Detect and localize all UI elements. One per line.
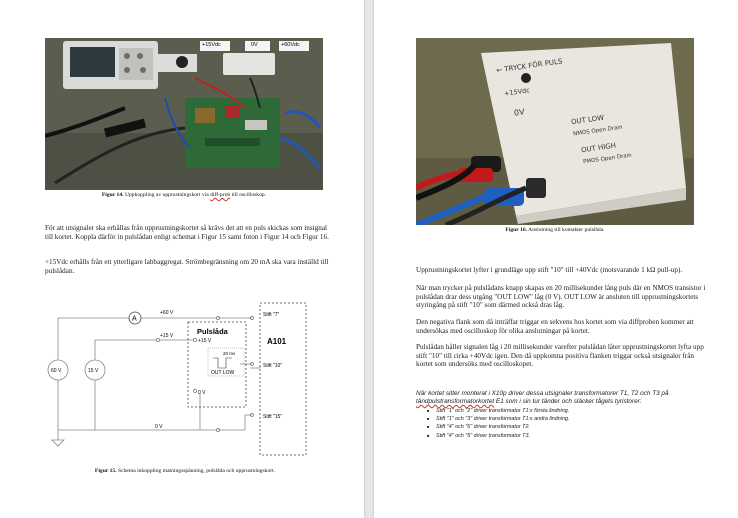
list-item: Stift "1" och "3" driver transformator T…	[427, 415, 716, 423]
transformers-text-underlined: tändpulstransformatorkortet	[416, 398, 495, 405]
figure-15-schematic: A Pulslåda +15 V 0 V 20 ms OUT LOW A101 …	[47, 302, 307, 456]
pin-10-label: Stift "10"	[263, 363, 282, 369]
figure-14-label: Figur 14.	[101, 192, 124, 198]
figure-15-label: Figur 15.	[94, 468, 117, 474]
board-a101-outline	[259, 302, 307, 456]
paragraph-power: +15Vdc erhålls från ett ytterligare labb…	[45, 258, 329, 275]
list-item: Stift "4" och "5" driver transformator T…	[427, 432, 716, 440]
pin-list: Stift "1" och "2" driver transformator T…	[422, 407, 716, 440]
figure-14-photo: +15Vdc 0V +60Vdc	[45, 38, 323, 190]
pulse-width-label: 20 ms	[223, 351, 236, 356]
ammeter-label: A	[132, 316, 137, 323]
source-60v-label: 60 V	[51, 368, 62, 374]
ammeter-symbol	[128, 311, 142, 325]
paragraph-positive-edge: Pulslådan håller signalen låg i 20 milli…	[416, 343, 704, 369]
figure-15-caption: Figur 15. Schema inkoppling matningsspän…	[40, 468, 330, 474]
wire-label-0v: 0 V	[155, 424, 163, 430]
paragraph-pullup: Upprustningskortet lyfter i grundläge up…	[416, 266, 683, 274]
figure-14-caption: Figur 14. Uppkoppling av upprustningskor…	[45, 192, 323, 198]
paragraph-instructions: För att utsignaler ska erhållas från upp…	[45, 224, 329, 241]
pulse-out-label: OUT LOW	[211, 370, 235, 376]
figure-15-caption-text: Schema inkoppling matningsspänning, puls…	[116, 468, 276, 474]
pulse-box-outline	[187, 321, 247, 408]
pin-7-label: Stift "7"	[263, 312, 280, 318]
figure-16-label: Figur 16.	[505, 227, 528, 233]
paragraph-negative-edge: Den negativa flank som då inträffar trig…	[416, 318, 694, 335]
figure-16-caption-text: Anslutning till kontakter pulslåda.	[527, 227, 605, 233]
pulse-box-0v: 0 V	[198, 390, 206, 396]
document-page-left: +15Vdc 0V +60Vdc Figur 14. Uppkoppling a…	[0, 0, 364, 518]
board-label: A101	[267, 337, 287, 346]
pulse-box-title: Pulslåda	[197, 327, 229, 336]
photo-label-15v: +15Vdc	[202, 42, 221, 48]
figure-14-caption-pre: Uppkoppling av upprustningskort via	[123, 192, 211, 198]
transformers-text-post: E1 som i sin tur tänder och släcker tåge…	[494, 398, 642, 405]
paragraph-pulse: När man trycker på pulslådans knapp skap…	[416, 284, 706, 310]
figure-16-caption: Figur 16. Anslutning till kontakter puls…	[416, 227, 694, 233]
photo-label-0v: 0V	[251, 42, 258, 48]
document-page-right: ← TRYCK FÖR PULS +15Vdc 0V OUT LOW NMOS …	[374, 0, 738, 518]
list-item: Stift "1" och "2" driver transformator T…	[427, 407, 716, 415]
figure-14-caption-post: till oscilloskop.	[230, 192, 267, 198]
box-text-0v: 0V	[513, 107, 526, 118]
figure-16-photo: ← TRYCK FÖR PULS +15Vdc 0V OUT LOW NMOS …	[416, 38, 694, 225]
paragraph-transformers: När kortet sitter monterat i X10p driver…	[416, 390, 706, 406]
pulse-box-15v: +15 V	[198, 338, 212, 344]
figure-14-caption-underlined: diff-prob	[210, 192, 231, 198]
source-15v-label: 15 V	[88, 368, 99, 374]
pin-15-label: Stift "15"	[263, 414, 282, 420]
wire-label-15v: +15 V	[160, 333, 174, 339]
list-item: Stift "4" och "6" driver transformator T…	[427, 423, 716, 431]
transformers-text-pre: När kortet sitter monterat i X10p driver…	[416, 390, 669, 397]
photo-label-60v: +60Vdc	[281, 42, 300, 48]
wire-label-60v: +60 V	[160, 310, 174, 316]
